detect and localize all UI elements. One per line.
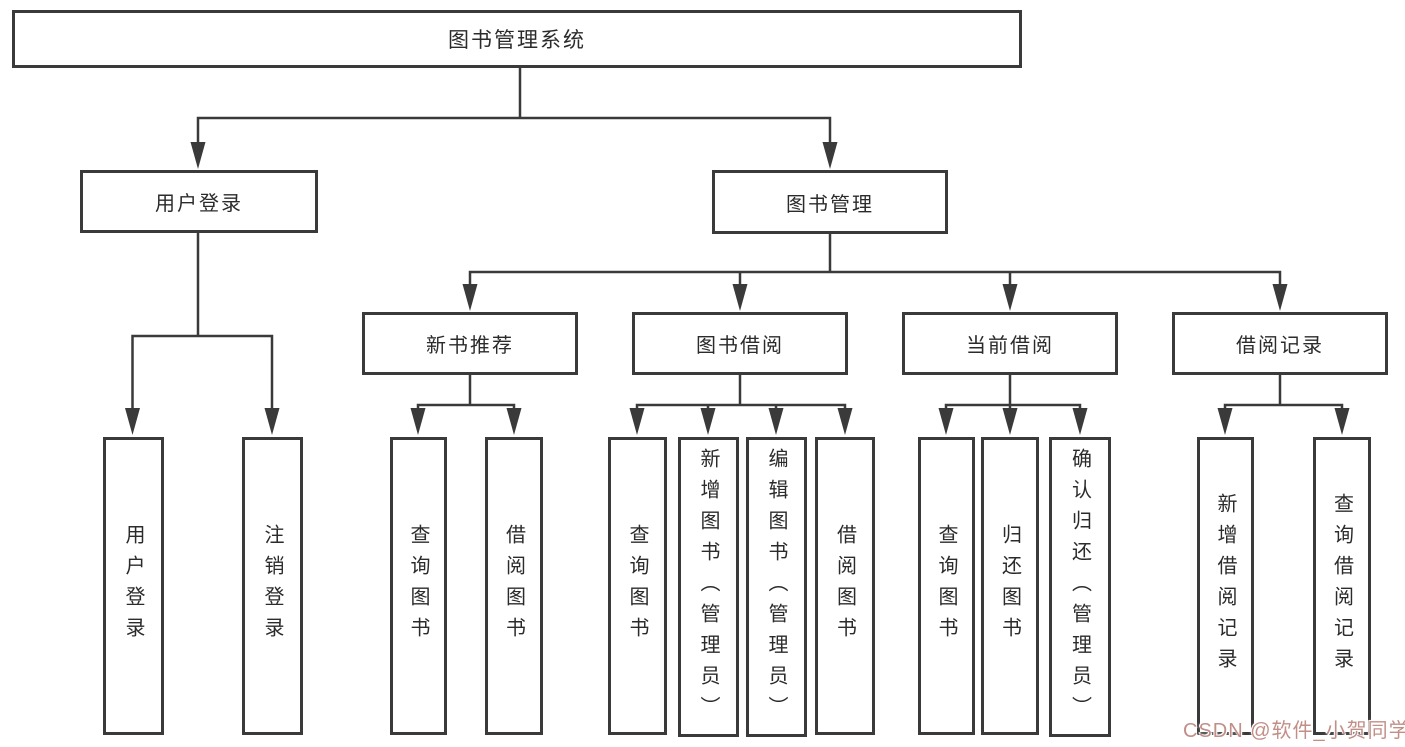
leaf-borrow-books: 借阅图书 [815,437,875,735]
connector-book-management-branch [468,231,1282,292]
node-current-borrowing: 当前借阅 [902,312,1118,375]
node-book-management: 图书管理 [712,170,948,234]
arrowheads [125,142,1350,435]
leaf-query-borrow-record: 查询借阅记录 [1313,437,1371,735]
leaf-edit-book-admin: 编辑图书（管理员） [746,437,807,737]
node-library-management-system: 图书管理系统 [12,10,1022,68]
leaf-add-borrow-record: 新增借阅记录 [1197,437,1254,735]
node-new-book-recommendation: 新书推荐 [362,312,578,375]
leaf-logout-login: 注销登录 [242,437,303,735]
csdn-watermark: CSDN @软件_小贺同学 [1183,720,1405,742]
leaf-borrow-books-recommend: 借阅图书 [485,437,543,735]
connector-book-borrow-branch [635,372,847,416]
leaf-user-login: 用户登录 [103,437,164,735]
leaf-query-books-recommend: 查询图书 [390,437,447,735]
connector-user-login-branch [131,230,274,416]
leaf-query-books-current: 查询图书 [918,437,975,735]
leaf-return-books: 归还图书 [981,437,1039,735]
connector-root-branch [196,65,832,150]
leaf-add-book-admin: 新增图书（管理员） [678,437,739,737]
connector-borrow-records-branch [1223,372,1344,416]
node-borrowing-records: 借阅记录 [1172,312,1388,375]
leaf-confirm-return-admin: 确认归还（管理员） [1049,437,1111,737]
connector-new-book-branch [416,372,516,416]
node-user-login: 用户登录 [80,170,318,233]
leaf-query-books-borrow: 查询图书 [608,437,667,735]
node-book-borrowing: 图书借阅 [632,312,848,375]
